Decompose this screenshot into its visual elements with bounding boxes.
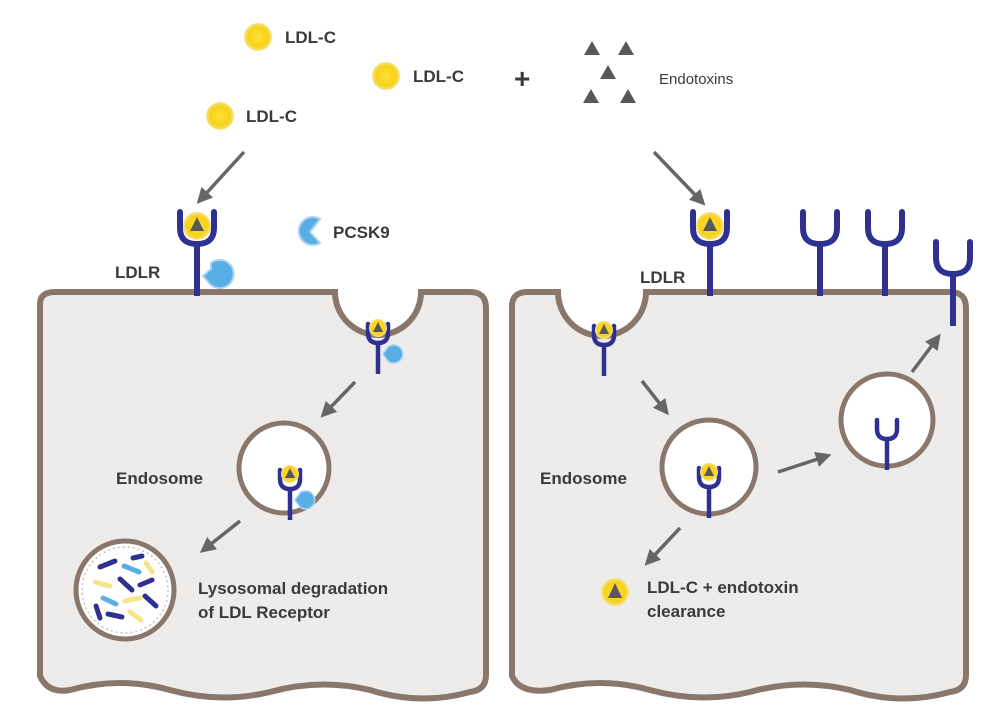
- clearance-text-line1: LDL-C + endotoxin: [647, 578, 799, 597]
- pcsk9-bound-icon: [201, 259, 235, 289]
- left-endosome-label: Endosome: [116, 469, 203, 488]
- plus-sign: +: [514, 63, 530, 94]
- arrow-endosome-to-recycling: [777, 451, 832, 474]
- arrow-pit-to-endosome-right: [640, 379, 669, 416]
- right-ldlr-label: LDLR: [640, 268, 685, 287]
- recycled-ldlr-2: [868, 212, 902, 296]
- lysosome-text-line2: of LDL Receptor: [198, 603, 330, 622]
- endosome-ldl-endotoxin: [281, 465, 299, 483]
- ldl-particle: [244, 23, 272, 51]
- arrow-endotoxin-to-receptor: [652, 150, 706, 206]
- arrow-endosome-to-lysosome: [199, 519, 242, 553]
- pcsk9-label: PCSK9: [333, 223, 390, 242]
- ldl-label-2: LDL-C: [413, 67, 464, 86]
- bound-ldl-endotoxin: [183, 212, 211, 240]
- ldl-particle: [206, 102, 234, 130]
- right-endosome-ldl-endotoxin: [700, 463, 718, 481]
- cleared-ldl-endotoxin: [601, 578, 629, 606]
- clearance-text-line2: clearance: [647, 602, 725, 621]
- right-bound-ldl-endotoxin: [696, 212, 724, 240]
- right-pit-ldl-endotoxin: [595, 321, 613, 339]
- lysosome-text-line1: Lysosomal degradation: [198, 579, 388, 598]
- recycled-ldlr-1: [803, 212, 837, 296]
- endotoxin-cluster: [583, 41, 636, 103]
- pcsk9-icon: [297, 216, 322, 246]
- left-ldlr-label: LDLR: [115, 263, 160, 282]
- endotoxins-label: Endotoxins: [659, 71, 733, 88]
- pit-pcsk9-icon: [382, 344, 404, 364]
- ldl-particle: [372, 62, 400, 90]
- ldl-label-3: LDL-C: [246, 107, 297, 126]
- pit-ldl-endotoxin: [369, 319, 387, 337]
- right-endosome-label: Endosome: [540, 469, 627, 488]
- ldl-label-1: LDL-C: [285, 28, 336, 47]
- arrow-ldl-to-receptor: [196, 150, 246, 204]
- arrow-recycling-to-surface: [910, 333, 941, 374]
- arrow-endosome-to-clearance: [644, 526, 682, 566]
- endosome-pcsk9-icon: [294, 490, 316, 510]
- arrow-pit-to-endosome-left: [320, 380, 357, 418]
- lysosome: [73, 538, 177, 642]
